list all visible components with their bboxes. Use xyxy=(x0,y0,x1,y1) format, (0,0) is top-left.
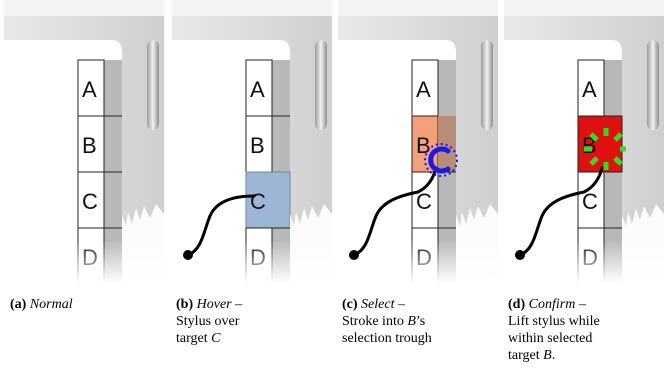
caption-d: (d) Confirm – Lift stylus while within s… xyxy=(508,296,668,364)
caption-b-name: Hover xyxy=(196,297,232,312)
caption-d-line-2: within selected xyxy=(508,331,593,346)
window-bezel xyxy=(172,16,332,283)
caption-b: (b) Hover – Stylus over target C xyxy=(176,296,336,347)
scroll-handle xyxy=(315,40,327,130)
bottom-fade xyxy=(338,240,498,283)
window-top-edge xyxy=(172,0,332,16)
panel-d-illustration: A B C D xyxy=(504,0,664,283)
caption-d-line-3-suffix: . xyxy=(551,348,556,363)
window-bezel xyxy=(4,16,164,283)
target-label-c: C xyxy=(82,189,98,214)
bottom-fade xyxy=(504,240,664,283)
panel-c: A B C D xyxy=(338,0,498,283)
target-label-a: A xyxy=(82,77,97,102)
target-c xyxy=(411,171,439,229)
target-label-b: B xyxy=(416,133,431,158)
stylus-touch-point xyxy=(349,250,359,260)
window-top-edge xyxy=(338,0,498,16)
target-c xyxy=(77,171,105,229)
bottom-fade xyxy=(172,240,332,283)
selection-ring-dotted xyxy=(424,143,458,177)
caption-d-label: (d) xyxy=(508,297,526,312)
target-b-selected xyxy=(411,115,439,173)
trough-b-selected xyxy=(438,116,456,172)
bottom-fade xyxy=(4,240,164,283)
scroll-handle xyxy=(481,40,493,130)
target-label-a: A xyxy=(250,77,265,102)
window-top-edge xyxy=(504,0,664,16)
caption-d-dash: – xyxy=(575,297,586,312)
caption-b-dash: – xyxy=(231,297,243,312)
panel-c-illustration: A B C D xyxy=(338,0,498,283)
caption-c-dash: – xyxy=(394,297,405,312)
target-b xyxy=(77,115,105,173)
target-label-c: C xyxy=(416,189,432,214)
caption-b-line-1: Stylus over xyxy=(176,314,240,329)
window-bezel xyxy=(504,16,664,283)
caption-d-line-1: Lift stylus while xyxy=(508,314,600,329)
panel-a-illustration: A B C D xyxy=(4,0,164,283)
panel-b: A B C D xyxy=(172,0,332,283)
window-bezel xyxy=(338,16,498,283)
caption-d-line-3: target xyxy=(508,348,544,363)
caption-c-line-1-suffix: ’s xyxy=(415,314,426,329)
target-label-c: C xyxy=(582,189,598,214)
caption-a: (a) Normal xyxy=(10,296,170,313)
panel-d: A B C D xyxy=(504,0,664,283)
panel-a: A B C D xyxy=(4,0,164,283)
target-label-b: B xyxy=(250,133,265,158)
caption-c-line-1: Stroke into xyxy=(342,314,408,329)
stylus-stroke xyxy=(518,166,604,257)
caption-c-line-2: selection trough xyxy=(342,331,432,346)
stylus-touch-point xyxy=(183,250,193,260)
target-label-a: A xyxy=(416,77,431,102)
caption-b-line-2-target: C xyxy=(211,331,221,346)
caption-c: (c) Select – Stroke into B’s selection t… xyxy=(342,296,502,347)
caption-c-label: (c) xyxy=(342,297,358,312)
caption-a-label: (a) xyxy=(10,297,27,312)
target-label-a: A xyxy=(582,77,597,102)
stylus-stroke xyxy=(186,194,256,257)
stylus-stroke xyxy=(352,166,438,257)
scroll-handle xyxy=(647,40,659,130)
stylus-touch-point xyxy=(515,250,525,260)
caption-a-name: Normal xyxy=(29,297,73,312)
target-a xyxy=(245,59,273,117)
caption-c-line-1-target: B xyxy=(407,314,416,329)
target-a xyxy=(577,59,605,117)
target-c-hover-highlight xyxy=(245,171,291,229)
target-a xyxy=(411,59,439,117)
caption-d-line-3-target: B xyxy=(543,348,552,363)
caption-d-name: Confirm xyxy=(528,297,576,312)
window-top-edge xyxy=(4,0,164,16)
caption-b-line-2: target xyxy=(176,331,212,346)
selection-stroke-blue xyxy=(428,146,451,174)
confirm-burst-icon xyxy=(584,128,626,170)
panel-b-illustration: A B C D xyxy=(172,0,332,283)
caption-b-label: (b) xyxy=(176,297,194,312)
target-c xyxy=(577,171,605,229)
target-label-c: C xyxy=(250,189,266,214)
target-label-b: B xyxy=(82,133,97,158)
caption-c-name: Select xyxy=(361,297,395,312)
scroll-handle xyxy=(147,40,159,130)
